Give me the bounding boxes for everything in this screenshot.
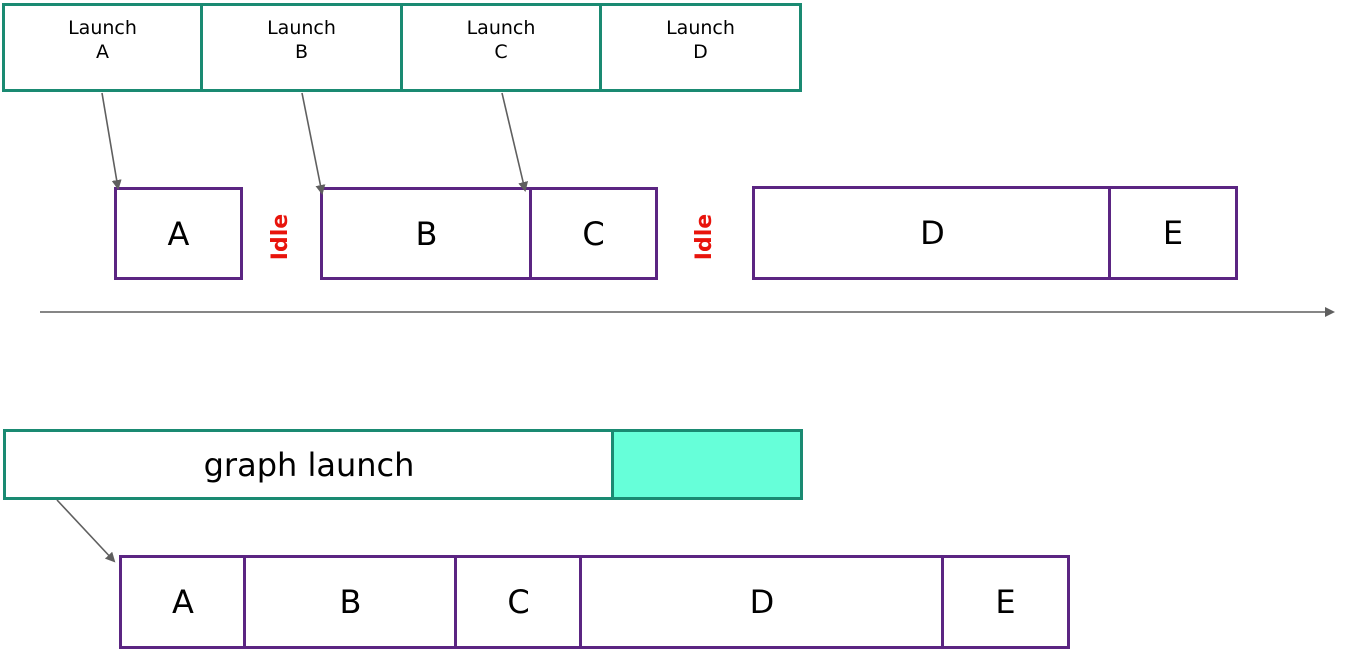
launch-label: Launch xyxy=(267,17,336,39)
graph-launch-fill xyxy=(611,429,803,500)
launch-kernel-name: C xyxy=(494,41,508,63)
launch-box-a: Launch A xyxy=(2,3,203,92)
launch-box-c: Launch C xyxy=(400,3,602,92)
graph-launch-arrow xyxy=(56,499,116,563)
launch-box-d: Launch D xyxy=(599,3,802,92)
graph-kernel-d: D xyxy=(579,555,945,649)
stream-kernel-b: B xyxy=(320,187,533,280)
launch-kernel-name: A xyxy=(96,41,109,63)
launch-kernel-name: B xyxy=(294,41,309,63)
stream-kernel-c: C xyxy=(529,187,658,280)
stream-kernel-d: D xyxy=(752,186,1113,280)
launch-label: Launch xyxy=(466,17,536,39)
graph-kernel-b: B xyxy=(243,555,458,649)
stream-kernel-a: A xyxy=(114,187,243,280)
launch-kernel-name: D xyxy=(693,41,708,63)
graph-kernel-e: E xyxy=(941,555,1070,649)
stream-kernel-e: E xyxy=(1108,186,1238,280)
launch-arrow-a xyxy=(101,92,122,190)
launch-arrow-b xyxy=(301,92,326,195)
graph-kernel-c: C xyxy=(454,555,583,649)
launch-arrow-c xyxy=(501,92,529,192)
launch-label: Launch xyxy=(68,17,137,39)
launch-label: Launch xyxy=(666,17,735,39)
graph-launch-box: graph launch xyxy=(3,429,615,500)
